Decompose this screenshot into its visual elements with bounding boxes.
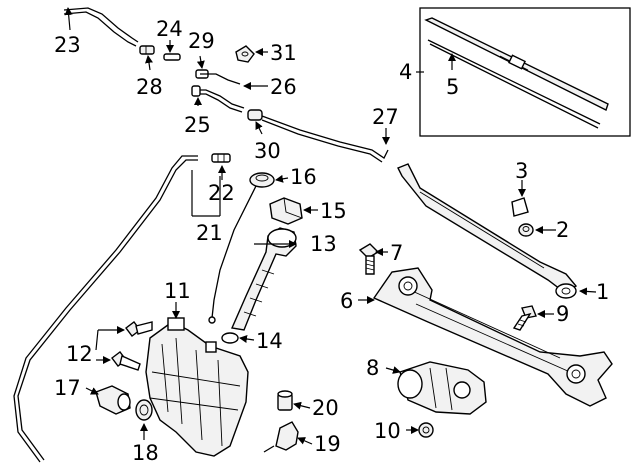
washer-pump (95, 385, 131, 415)
callout-30: 30 (254, 139, 281, 163)
callout-28: 28 (136, 75, 163, 99)
neck-seal (221, 332, 239, 344)
callout-23: 23 (54, 33, 81, 57)
callout-1: 1 (596, 280, 609, 304)
callout-31: 31 (270, 41, 297, 65)
callout-19: 19 (314, 432, 341, 456)
hose-joint-24 (163, 53, 181, 61)
hose-25 (196, 89, 245, 109)
callout-6: 6 (340, 289, 353, 313)
hose-27 (261, 115, 389, 159)
pump-grommet (135, 399, 153, 421)
callout-7: 7 (390, 241, 403, 265)
callout-15: 15 (320, 199, 347, 223)
callout-21: 21 (196, 221, 223, 245)
wiper-blade-refill (427, 39, 601, 125)
callout-13: 13 (310, 232, 337, 256)
callout-9: 9 (556, 302, 569, 326)
reservoir-bolts (111, 321, 153, 371)
linkage-bolt (512, 305, 537, 331)
callout-17: 17 (54, 376, 81, 400)
motor-nut (418, 422, 434, 438)
hose-26 (200, 73, 241, 85)
callout-16: 16 (290, 165, 317, 189)
callout-22: 22 (208, 181, 235, 205)
callout-11: 11 (164, 279, 191, 303)
callout-18: 18 (132, 441, 159, 465)
washer-nozzle (235, 45, 255, 63)
callout-27: 27 (372, 105, 399, 129)
filler-cap (249, 172, 275, 188)
leader-lines (64, 7, 597, 445)
upper-hose (63, 11, 137, 47)
washer-reservoir (145, 317, 249, 457)
callout-10: 10 (374, 419, 401, 443)
pivot-bolt (358, 243, 380, 275)
callout-8: 8 (366, 356, 379, 380)
wiper-motor (397, 361, 487, 415)
callout-4: 4 (399, 60, 412, 84)
sensor-grommet (277, 390, 293, 411)
check-valve (247, 109, 263, 121)
callout-24: 24 (156, 17, 183, 41)
wiper-arm (397, 163, 578, 299)
arm-cap (511, 197, 529, 217)
callout-2: 2 (556, 218, 569, 242)
hose-connector (211, 153, 231, 163)
wiper-blade-inset (419, 7, 631, 137)
callout-3: 3 (515, 159, 528, 183)
callout-26: 26 (270, 75, 297, 99)
callout-25: 25 (184, 113, 211, 137)
callout-5: 5 (446, 75, 459, 99)
neck-bracket (269, 197, 303, 225)
callout-14: 14 (256, 329, 283, 353)
callout-29: 29 (188, 29, 215, 53)
hose-joint-28 (139, 45, 155, 55)
level-cord (211, 185, 257, 319)
level-sensor (263, 421, 299, 453)
callout-20: 20 (312, 396, 339, 420)
washer-hose (17, 159, 198, 461)
callout-12: 12 (66, 342, 93, 366)
arm-nut (518, 223, 534, 237)
filler-neck (230, 227, 297, 331)
wiper-linkage (372, 267, 613, 407)
